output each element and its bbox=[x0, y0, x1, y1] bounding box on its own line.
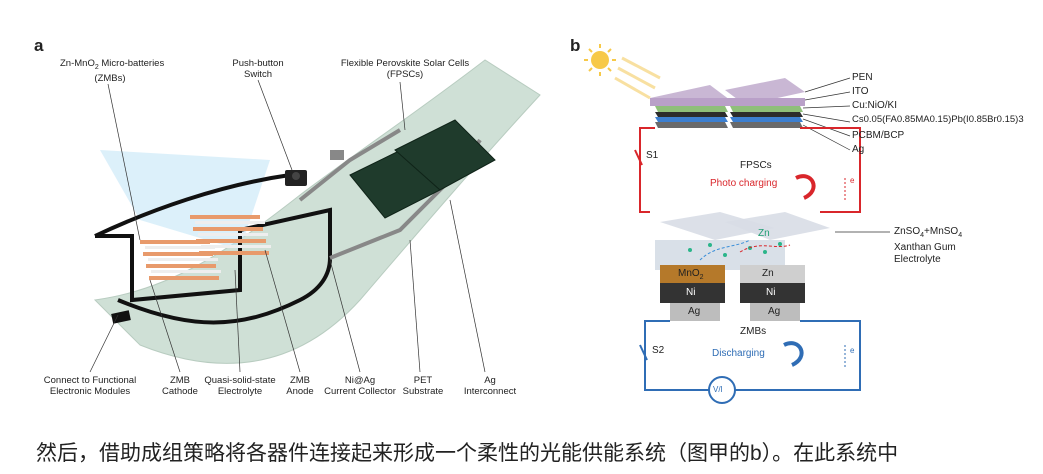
device-schematic bbox=[89, 59, 541, 373]
layer-ito: ITO bbox=[852, 86, 869, 97]
label-zn-ion: Zn bbox=[758, 228, 770, 239]
label-zn: Zn bbox=[762, 268, 774, 279]
solar-cell-2 bbox=[394, 119, 496, 191]
red-wire-right bbox=[800, 127, 861, 213]
mno2-layer bbox=[660, 265, 725, 283]
ag-pad-left bbox=[670, 303, 720, 321]
ag-interconnect-bottom bbox=[117, 257, 332, 325]
push-button-cap bbox=[292, 172, 300, 180]
label-zmbs: ZMBs bbox=[740, 326, 767, 337]
layer-ag: Ag bbox=[852, 144, 865, 155]
label-ni-left: Ni bbox=[686, 287, 696, 298]
label-zmb: Zn-MnO2 Micro-batteries (ZMBs) bbox=[60, 58, 165, 84]
layer-pcbm: PCBM/BCP bbox=[852, 130, 905, 141]
circuit-diagram bbox=[584, 44, 890, 404]
layer-perovskite: Cs0.05(FA0.85MA0.15)Pb(I0.85Br0.15)3 bbox=[852, 114, 1024, 125]
panel-letter-a: a bbox=[34, 36, 44, 55]
red-wire-left bbox=[639, 127, 655, 213]
label-photo-charging: Photo charging bbox=[710, 178, 778, 189]
label-fpscs: FPSCs bbox=[740, 160, 772, 171]
discharge-arrow bbox=[783, 341, 804, 367]
label-ag-right: Ag bbox=[768, 306, 781, 317]
sun-icon bbox=[584, 44, 661, 100]
ag-interconnect-top bbox=[94, 173, 291, 238]
fpsc-stack-1 bbox=[650, 85, 730, 128]
photo-charge-arrow bbox=[795, 174, 816, 200]
fpsc-stack-2 bbox=[725, 78, 805, 128]
panel-a: a bbox=[0, 0, 560, 430]
label-electron-red: e bbox=[850, 176, 855, 185]
ni-layer-left bbox=[660, 283, 725, 303]
battery bbox=[655, 212, 830, 321]
layer-leaders bbox=[802, 77, 851, 151]
zmb-left bbox=[140, 240, 221, 280]
switch-s2 bbox=[639, 344, 648, 361]
ag-interconnect-left bbox=[95, 207, 332, 303]
switch-s1 bbox=[634, 149, 643, 166]
label-ag-left: Ag bbox=[688, 306, 701, 317]
panel-letter-b: b bbox=[570, 36, 581, 55]
gray-collector-top bbox=[298, 128, 402, 202]
caption-text: 然后，借助成组策略将各器件连接起来形成一个柔性的光能供能系统（图甲的b）。在此系… bbox=[36, 442, 899, 465]
connector-pad bbox=[111, 310, 131, 324]
label-meter: V/I bbox=[713, 385, 723, 394]
label-electron-blue: e bbox=[850, 346, 855, 355]
layer-cunio: Cu:NiO/KI bbox=[852, 100, 898, 111]
leader-lines bbox=[89, 79, 486, 373]
label-discharging: Discharging bbox=[712, 348, 765, 359]
solar-contact bbox=[330, 150, 344, 160]
panel-b: b bbox=[560, 0, 1043, 430]
ag-pad-right bbox=[750, 303, 800, 321]
zmb-right bbox=[190, 215, 271, 255]
layer-pen: PEN bbox=[852, 72, 873, 83]
label-s2: S2 bbox=[652, 345, 665, 356]
label-s1: S1 bbox=[646, 150, 659, 161]
ni-layer-right bbox=[740, 283, 805, 303]
label-ni-right: Ni bbox=[766, 287, 776, 298]
label-mno2: MnO2 bbox=[678, 268, 704, 281]
meter-icon bbox=[708, 376, 736, 404]
zn-layer bbox=[740, 265, 805, 283]
label-fpsc: Flexible Perovskite Solar Cells(FPSCs) bbox=[340, 58, 470, 80]
blue-wire-right bbox=[735, 320, 861, 391]
